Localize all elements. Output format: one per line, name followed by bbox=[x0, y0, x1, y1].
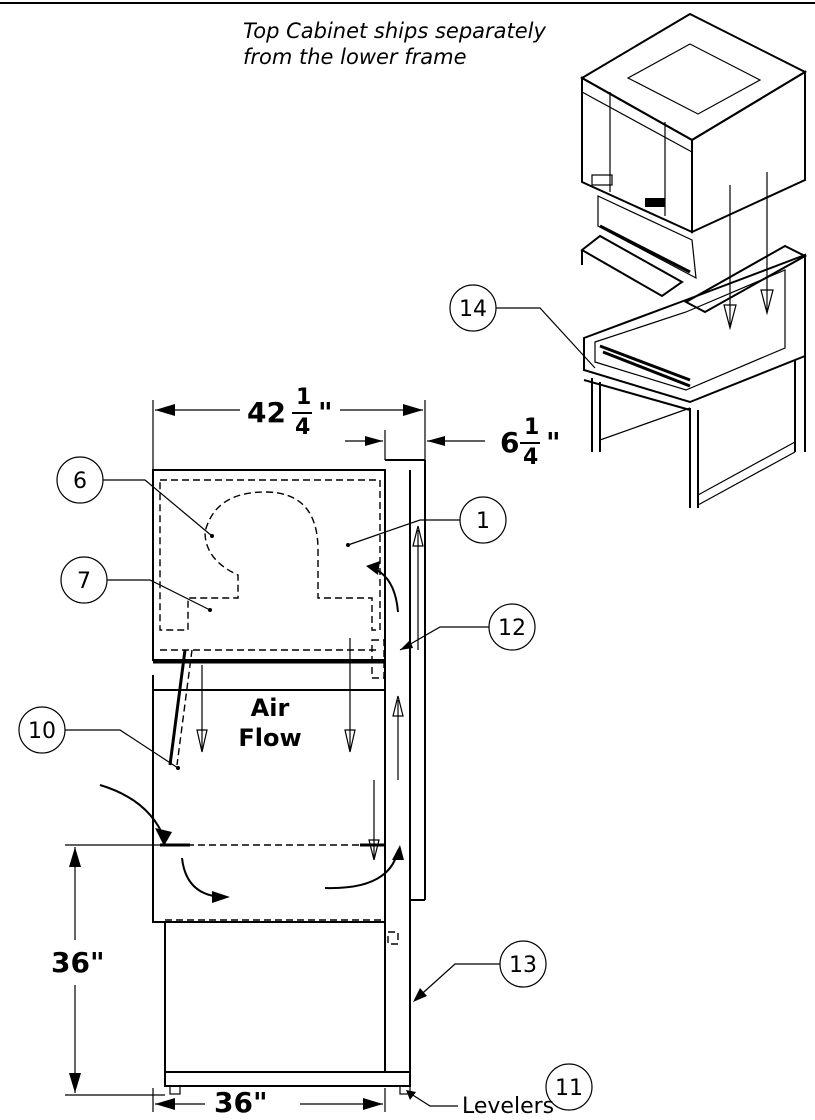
downflow-arrowhead-3 bbox=[368, 839, 380, 861]
frame-top-right-rail bbox=[683, 244, 808, 314]
dim-height-label: 36" bbox=[51, 946, 105, 979]
sash-line bbox=[168, 649, 187, 766]
bottom-flow-arrow-2 bbox=[324, 849, 399, 890]
levelers-label: Levelers bbox=[462, 1094, 554, 1116]
callout-11-circle bbox=[545, 1063, 593, 1111]
tray-grille-2 bbox=[602, 350, 691, 388]
callout-6-dot bbox=[210, 534, 214, 538]
dim-width-unit: " bbox=[318, 396, 333, 429]
iso-arrowhead-2 bbox=[760, 289, 774, 316]
note-line-1: Top Cabinet ships separately bbox=[243, 19, 547, 43]
stand-base bbox=[164, 921, 386, 1073]
dim-height-arrow-bottom bbox=[69, 1073, 81, 1093]
bottom-flow-arrow-1 bbox=[181, 857, 223, 898]
note-line-2: from the lower frame bbox=[243, 45, 467, 69]
levelers-leader bbox=[407, 1091, 458, 1107]
upflow-arrowhead-2 bbox=[412, 525, 424, 547]
dim-depth-unit: " bbox=[546, 426, 561, 459]
dim-depth-arrow-right bbox=[427, 436, 445, 446]
callout-14-label: 14 bbox=[459, 297, 487, 322]
dim-width-arrow-right bbox=[403, 404, 423, 416]
callout-1-dot bbox=[346, 543, 350, 547]
leg-brace-right-b bbox=[697, 441, 796, 496]
return-flow-arrowhead bbox=[366, 561, 380, 575]
callout-13-label: 13 bbox=[509, 953, 537, 978]
callout-7-dot bbox=[208, 608, 212, 612]
bottom-flow-arrowhead-1 bbox=[212, 891, 230, 903]
dim-width-arrow-left bbox=[155, 404, 175, 416]
top-cabinet-side bbox=[691, 70, 806, 234]
upflow-arrowhead-1 bbox=[392, 695, 404, 717]
callout-12-label: 12 bbox=[498, 616, 526, 641]
dim-depth-frac-den: 4 bbox=[523, 445, 538, 470]
tray-grille-1 bbox=[599, 344, 691, 382]
leg-brace-left bbox=[599, 407, 691, 441]
dim-base-arrow-left bbox=[155, 1098, 175, 1110]
top-cabinet-lid bbox=[580, 12, 808, 142]
airflow-label-line-1: Air bbox=[251, 694, 290, 722]
callout-10-leader bbox=[65, 729, 179, 769]
front-view: Air Flow bbox=[99, 459, 426, 1095]
callout-1-label: 1 bbox=[476, 509, 490, 534]
isometric-view bbox=[580, 12, 808, 508]
bottom-flow-arrowhead-2 bbox=[392, 845, 404, 860]
dim-depth-whole: 6 bbox=[500, 426, 519, 459]
control-badge bbox=[645, 198, 665, 207]
dim-width-frac-num: 1 bbox=[296, 385, 311, 410]
levelers-arrowhead bbox=[406, 1090, 416, 1100]
callout-13-arrowhead bbox=[413, 988, 427, 1002]
dim-depth-arrow-left bbox=[365, 436, 383, 446]
callout-13-leader bbox=[414, 963, 500, 1001]
dim-width-frac-den: 4 bbox=[295, 415, 310, 440]
upper-cabinet bbox=[152, 469, 386, 661]
callout-14-leader bbox=[496, 307, 596, 369]
top-cabinet-lid-panel bbox=[626, 43, 762, 115]
callout-7-label: 7 bbox=[77, 569, 91, 594]
dim-width-whole: 42 bbox=[247, 396, 286, 429]
control-label bbox=[591, 174, 613, 186]
dim-depth-frac-num: 1 bbox=[524, 415, 539, 440]
downflow-arrowhead-1 bbox=[196, 729, 208, 753]
front-panel-top-line bbox=[581, 91, 693, 153]
callout-6-leader bbox=[103, 479, 213, 537]
drain-outline bbox=[387, 931, 399, 945]
inflow-arrow bbox=[99, 784, 166, 841]
leveler-left bbox=[169, 1085, 181, 1095]
leveler-right bbox=[399, 1085, 411, 1095]
dim-height-arrow-top bbox=[69, 847, 81, 867]
callout-12-leader bbox=[399, 626, 489, 651]
leg-brace-right bbox=[697, 451, 796, 506]
callout-11-label: 11 bbox=[555, 1076, 583, 1101]
callout-10-label: 10 bbox=[28, 719, 56, 744]
inflow-arrowhead bbox=[155, 828, 172, 846]
sash-window bbox=[597, 195, 697, 280]
sash-edge bbox=[599, 224, 691, 274]
stand-foot-rail bbox=[164, 1071, 411, 1087]
frame-front-beam bbox=[583, 379, 691, 411]
damper-outline bbox=[371, 639, 385, 679]
callout-10-dot bbox=[176, 766, 180, 770]
sash-line-inner bbox=[176, 649, 193, 766]
callout-1-leader bbox=[347, 519, 460, 546]
callout-7-leader bbox=[107, 579, 211, 611]
blower-outline bbox=[159, 479, 381, 631]
callout-6-label: 6 bbox=[73, 469, 87, 494]
iso-arrowhead-1 bbox=[723, 304, 737, 331]
frame-top-left-rail bbox=[580, 234, 684, 298]
dim-base-label: 36" bbox=[214, 1086, 268, 1116]
callout-12-arrowhead bbox=[400, 640, 413, 650]
airflow-label-line-2: Flow bbox=[238, 724, 301, 752]
frame-tray-inner bbox=[594, 269, 786, 391]
downflow-arrowhead-2 bbox=[344, 729, 356, 753]
dim-base-arrow-right bbox=[363, 1098, 383, 1110]
